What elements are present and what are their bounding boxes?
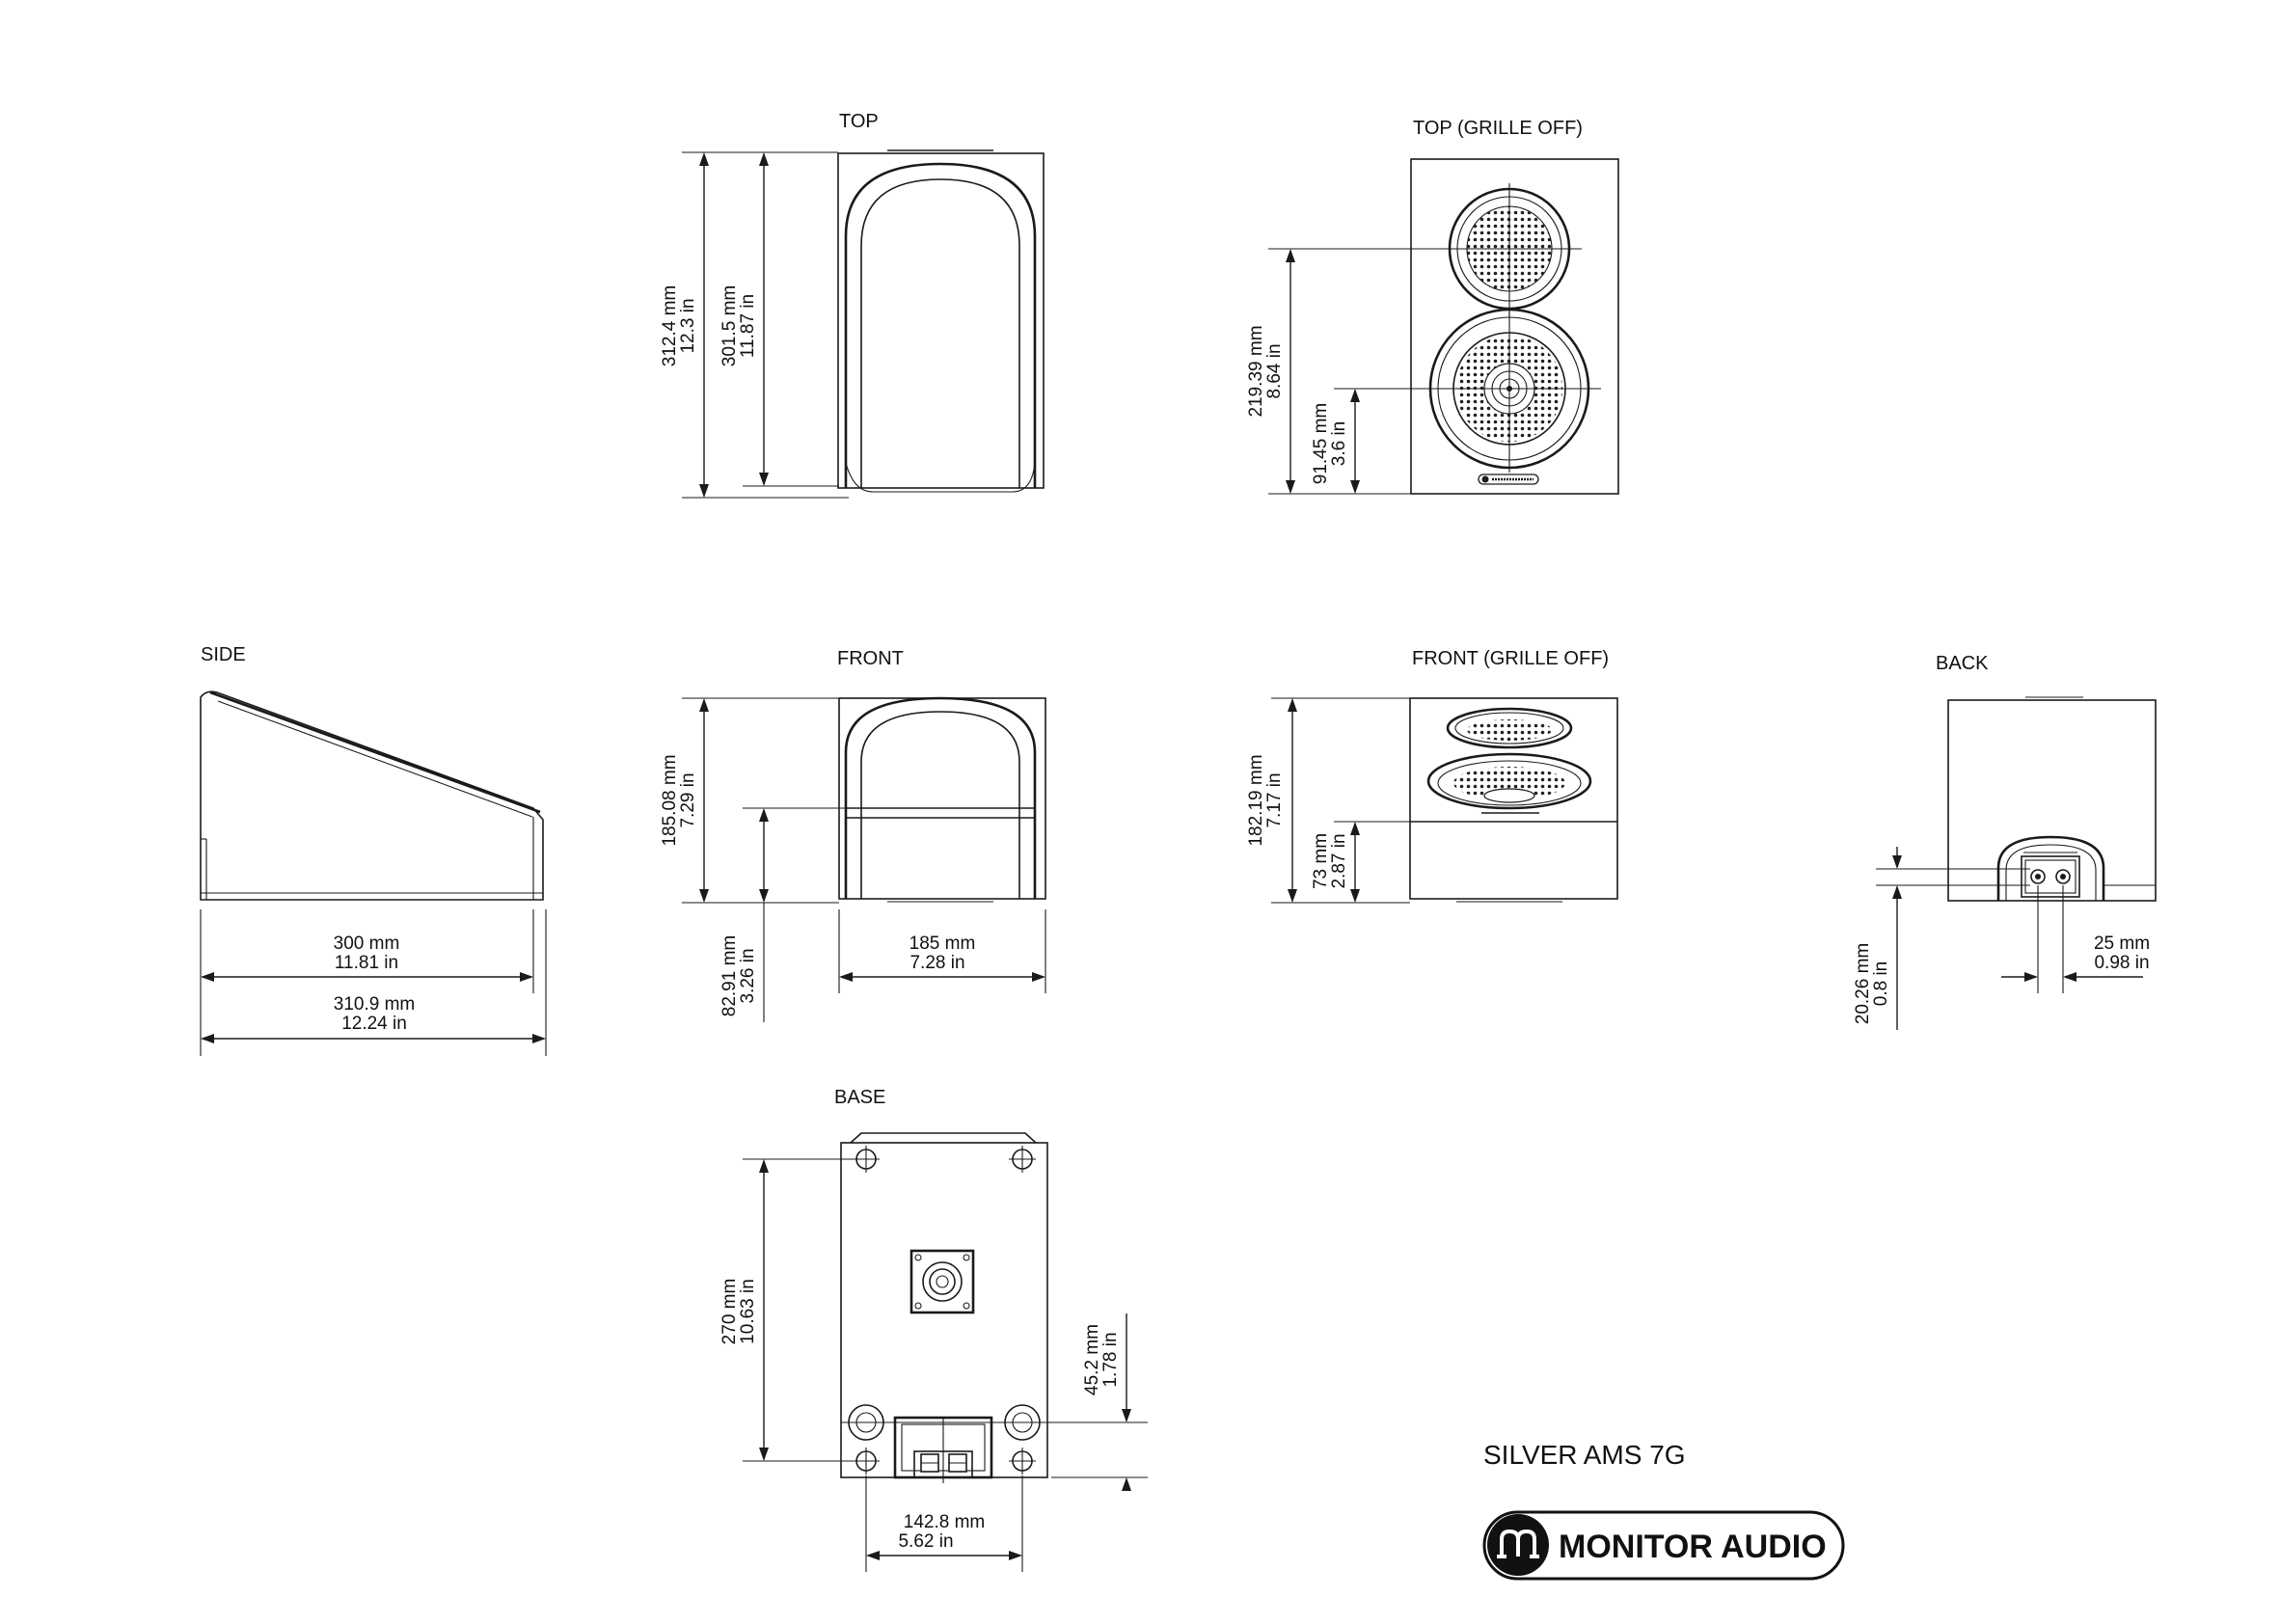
dim-top-go-woofer-mm: 91.45 mm — [1311, 403, 1331, 484]
front-view — [682, 696, 1046, 1022]
dim-top-go-tweeter-in: 8.64 in — [1264, 343, 1285, 398]
brand-name: MONITOR AUDIO — [1559, 1529, 1827, 1565]
dim-base-width-in: 5.62 in — [898, 1531, 953, 1552]
dim-front-go-lower-in: 2.87 in — [1329, 833, 1349, 888]
dim-front-go-lower-mm: 73 mm — [1311, 833, 1331, 889]
brand-logo: MONITOR AUDIO — [1482, 1510, 1845, 1581]
dim-back-terminal-height-in: 0.8 in — [1871, 961, 1891, 1006]
dim-base-terminal-in: 1.78 in — [1100, 1332, 1121, 1387]
dim-front-width-in: 7.28 in — [909, 953, 964, 973]
dim-top-go-tweeter-mm: 219.39 mm — [1246, 325, 1266, 417]
front-grille-off-view — [1271, 697, 1618, 904]
dim-back-terminal-width-in: 0.98 in — [2094, 953, 2149, 973]
dim-front-lower-in: 3.26 in — [738, 948, 758, 1003]
view-title-top-grille-off: TOP (GRILLE OFF) — [1413, 118, 1583, 139]
view-title-back: BACK — [1936, 653, 1989, 674]
dim-base-terminal-mm: 45.2 mm — [1082, 1324, 1102, 1395]
base-view — [743, 1132, 1148, 1572]
dim-back-terminal-height-mm: 20.26 mm — [1853, 943, 1873, 1024]
top-grille-off-view — [1268, 158, 1619, 495]
view-title-top: TOP — [839, 111, 879, 132]
woofer-mesh-icon — [1453, 767, 1565, 799]
dim-side-inner-mm: 300 mm — [334, 934, 400, 954]
dim-top-depth-body-in: 11.87 in — [738, 294, 758, 358]
foot-icon — [853, 1146, 1036, 1475]
tweeter-mesh-icon — [1467, 719, 1552, 741]
top-view — [682, 149, 1045, 499]
dim-front-width-mm: 185 mm — [909, 934, 976, 954]
dim-back-terminal-width-mm: 25 mm — [2094, 934, 2150, 954]
dim-front-go-height-in: 7.17 in — [1264, 772, 1285, 827]
dim-base-depth-in: 10.63 in — [738, 1279, 758, 1344]
dim-front-height-mm: 185.08 mm — [660, 754, 680, 846]
view-title-front: FRONT — [837, 648, 904, 669]
dim-front-go-height-mm: 182.19 mm — [1246, 754, 1266, 846]
dim-top-go-woofer-in: 3.6 in — [1329, 421, 1349, 466]
view-title-base: BASE — [834, 1087, 885, 1108]
view-title-side: SIDE — [201, 644, 246, 665]
dim-top-depth-total-mm: 312.4 mm — [660, 285, 680, 366]
dim-side-inner-in: 11.81 in — [335, 953, 398, 973]
view-title-front-grille-off: FRONT (GRILLE OFF) — [1412, 648, 1609, 669]
side-view — [200, 690, 547, 1056]
dim-base-depth-mm: 270 mm — [719, 1279, 740, 1345]
dim-top-depth-total-in: 12.3 in — [678, 298, 698, 353]
dim-front-lower-mm: 82.91 mm — [719, 935, 740, 1016]
dim-side-overall-mm: 310.9 mm — [334, 994, 415, 1015]
dim-top-depth-body-mm: 301.5 mm — [719, 285, 740, 366]
product-name: SILVER AMS 7G — [1483, 1440, 1686, 1470]
dim-base-width-mm: 142.8 mm — [904, 1512, 985, 1532]
dim-front-height-in: 7.29 in — [678, 772, 698, 827]
back-view — [1876, 696, 2157, 1030]
dim-side-overall-in: 12.24 in — [341, 1014, 407, 1034]
